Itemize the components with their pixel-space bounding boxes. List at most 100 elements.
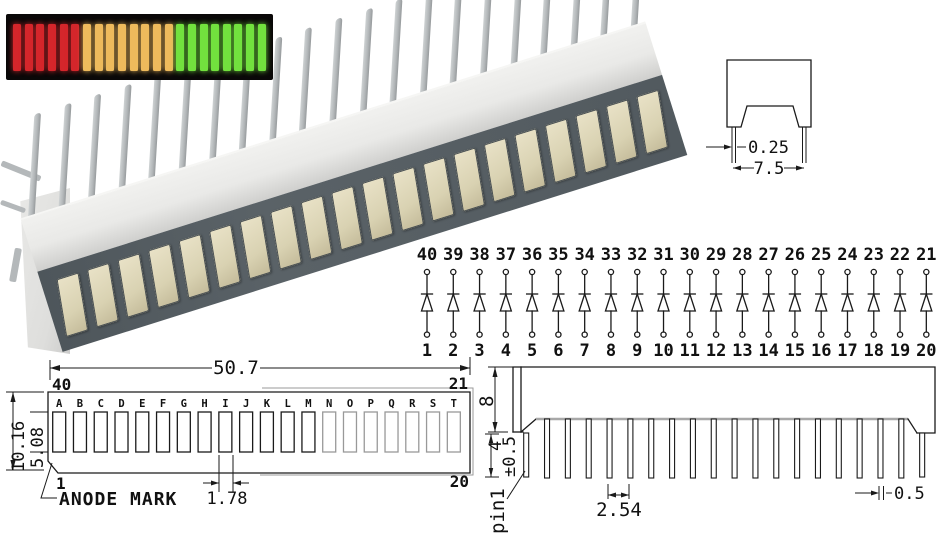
lead-tolerance-value: ±0.5 <box>500 436 520 477</box>
photo-segment-window <box>300 195 333 261</box>
diode-1: 40 1 <box>417 245 437 361</box>
segment-window-F <box>155 411 171 453</box>
front-body-outline <box>47 391 471 474</box>
lead-width-value: 0.25 <box>748 138 789 158</box>
segment-letter-J: J <box>243 398 249 410</box>
cathode-pin-number: 38 <box>469 245 489 265</box>
led-bar-red <box>36 23 45 71</box>
segment-windows-group <box>52 411 461 453</box>
photo-pin <box>299 26 313 131</box>
led-bar-red <box>13 23 21 71</box>
photo-pin <box>178 64 192 169</box>
cathode-pin-number: 27 <box>758 245 778 265</box>
segment-window-Q <box>384 411 399 453</box>
cathode-pin-number: 28 <box>732 245 752 265</box>
segment-letter-D: D <box>118 398 124 410</box>
photo-segment-window <box>148 243 180 309</box>
corner-pin-40: 40 <box>52 375 71 394</box>
led-bar-green <box>187 23 196 71</box>
led-bar-green <box>176 23 185 71</box>
corner-pin-20: 20 <box>450 472 469 491</box>
anode-pin-number: 19 <box>890 341 910 361</box>
anode-pin-number: 8 <box>606 341 616 361</box>
side-pin-14 <box>794 418 801 479</box>
anode-pin-number: 9 <box>632 341 642 361</box>
segment-letter-C: C <box>98 398 104 410</box>
dim-lead-width: 0.25 <box>706 138 789 158</box>
side-pin-19 <box>898 418 905 479</box>
side-pin-7 <box>648 418 655 479</box>
anode-pin-number: 1 <box>422 341 432 361</box>
pin1-callout: pin1 <box>487 470 526 534</box>
diode-3: 383 <box>469 245 489 361</box>
diode-9: 32 9 <box>627 245 647 361</box>
cathode-pin-number: 40 <box>417 245 437 265</box>
led-bar-red <box>59 23 68 71</box>
corner-pin-21: 21 <box>449 374 468 393</box>
segment-window-T <box>446 411 461 453</box>
segment-letter-T: T <box>451 398 457 410</box>
segment-window-G <box>176 411 191 453</box>
photo-pin <box>570 0 584 45</box>
photo-segment-window <box>544 118 577 184</box>
side-pin-16 <box>835 418 842 479</box>
segment-window-C <box>93 411 108 453</box>
led-bar-red <box>71 23 80 71</box>
outline-shadow <box>260 387 474 476</box>
photo-segment-window <box>331 185 363 251</box>
segment-window-O <box>342 411 358 453</box>
segment-letter-P: P <box>368 398 374 410</box>
led-bar-green <box>246 23 255 71</box>
segment-window-B <box>72 411 88 453</box>
segment-letter-B: B <box>77 398 83 410</box>
segment-window-H <box>197 411 212 453</box>
photo-pin <box>600 0 614 36</box>
photo-segment-window <box>575 108 608 174</box>
cathode-pin-number: 32 <box>627 245 647 265</box>
segment-window-E <box>135 411 150 453</box>
anode-pin-number: 4 <box>501 341 511 361</box>
diode-2: 392 <box>443 245 463 361</box>
photo-segment-window <box>209 224 241 290</box>
photo-pin <box>389 0 403 102</box>
led-bar-green <box>222 23 231 71</box>
cathode-pin-number: 35 <box>548 245 568 265</box>
pin1-label: pin1 <box>487 488 509 534</box>
segment-window-N <box>322 411 337 453</box>
segment-window-I <box>218 411 233 453</box>
segment-letter-O: O <box>347 398 353 410</box>
segment-letter-Q: Q <box>388 398 394 410</box>
cathode-pin-number: 30 <box>680 245 700 265</box>
anode-pin-number: 13 <box>732 341 752 361</box>
dim-lead-span: 7.5 <box>733 159 804 179</box>
segment-letter-L: L <box>285 398 291 410</box>
side-pin-8 <box>669 418 676 479</box>
photo-pin <box>88 93 102 197</box>
photo-pin <box>28 112 42 216</box>
cathode-pin-number: 37 <box>496 245 516 265</box>
segment-window-A <box>52 411 67 453</box>
segment-window-K <box>259 411 275 453</box>
photo-segment-window <box>56 272 89 338</box>
side-pin-18 <box>877 418 884 479</box>
diode-8: 338 <box>601 245 621 361</box>
segment-window-S <box>425 411 441 453</box>
dim-body-height: 8 <box>476 366 513 433</box>
lead-span-value: 7.5 <box>754 159 785 179</box>
led-bar-green <box>257 23 266 71</box>
segment-window-M <box>301 411 316 453</box>
overall-height-value: 10.16 <box>9 421 29 472</box>
led-bar-amber <box>117 23 126 71</box>
photo-segment-window <box>178 233 211 299</box>
photo-pin <box>419 0 433 93</box>
cathode-pin-number: 24 <box>837 245 857 265</box>
photo-segment-window <box>392 166 424 232</box>
segment-letter-F: F <box>160 398 166 410</box>
